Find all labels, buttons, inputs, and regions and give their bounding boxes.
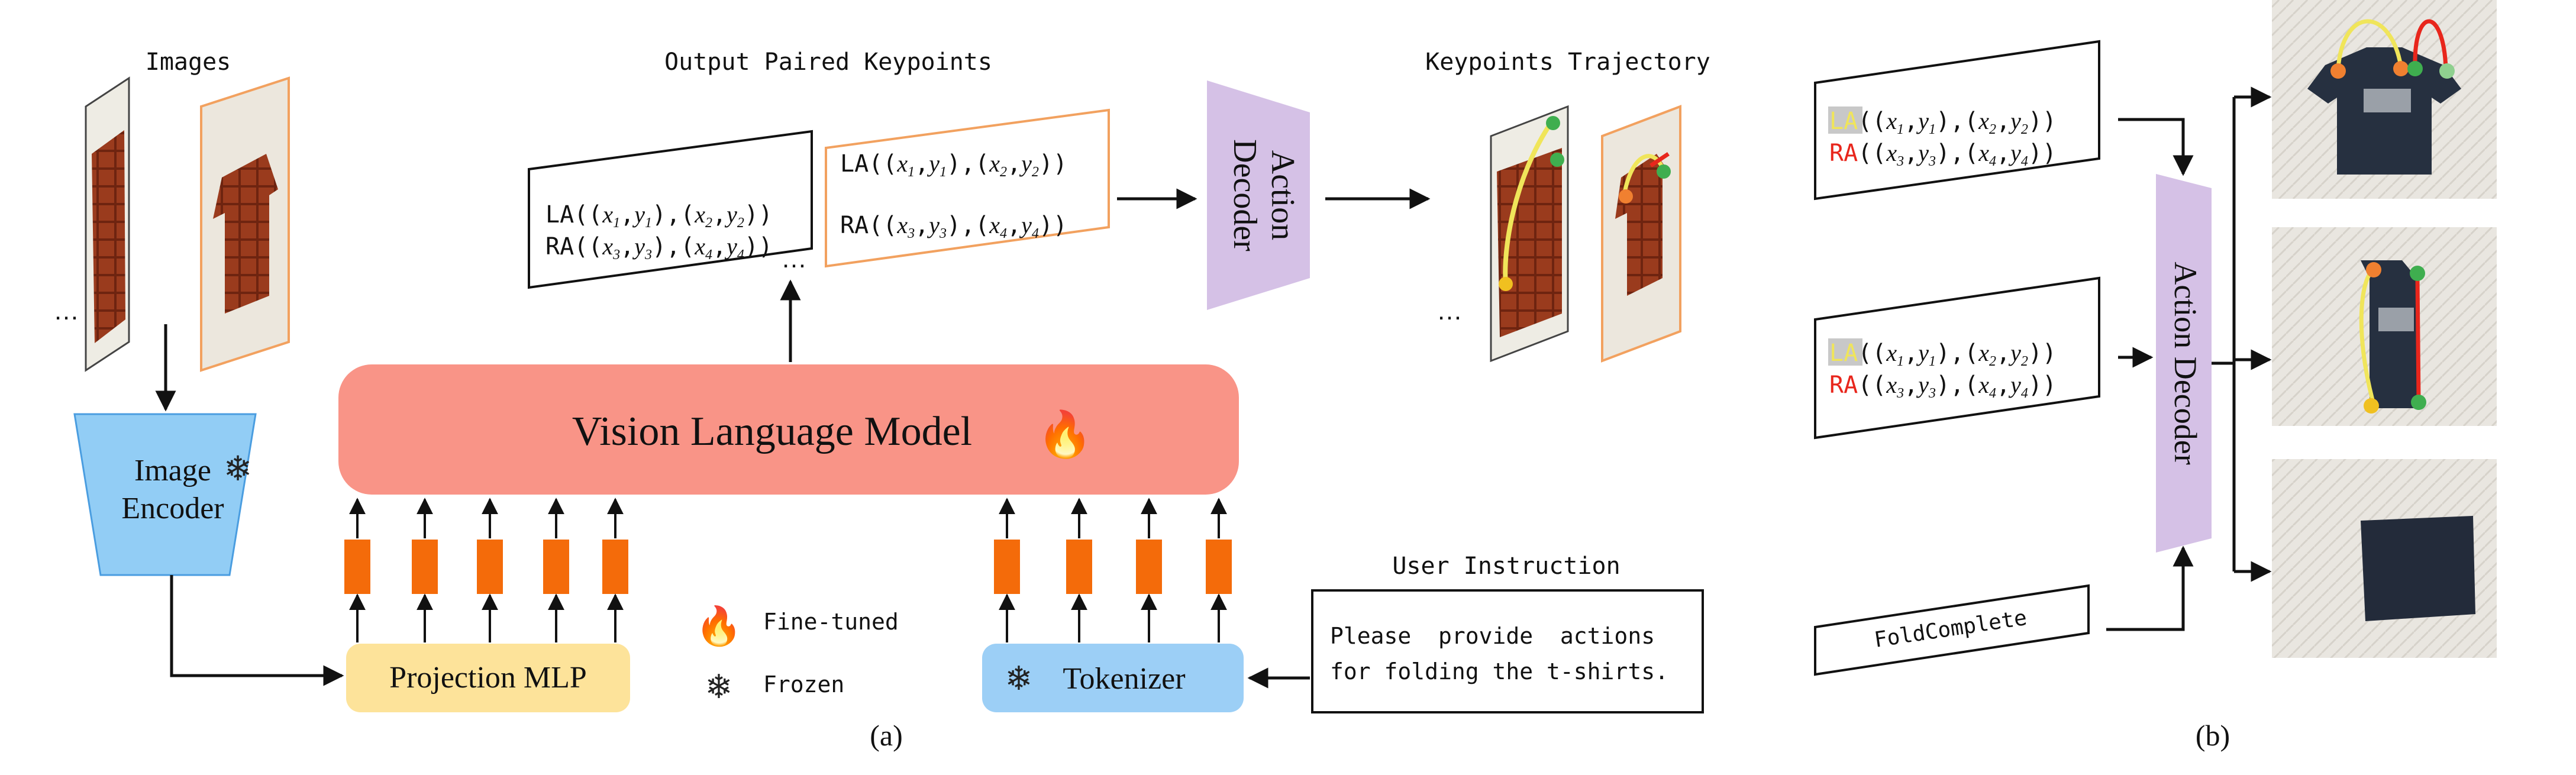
- keypoint-box-b2: LA((x1,y1),(x2,y2)) RA((x3,y3),(x4,y4)): [1814, 276, 2100, 440]
- token: [1136, 498, 1162, 642]
- keypoints-trajectory-label: Keypoints Trajectory: [1425, 49, 1710, 76]
- legend: 🔥 Fine-tuned ❄ Frozen: [695, 605, 899, 706]
- snowflake-icon: ❄: [1005, 661, 1033, 698]
- trajectory-image-1: [1490, 105, 1569, 363]
- projection-label: Projection MLP: [389, 661, 587, 695]
- caption-a: (a): [870, 719, 903, 752]
- token: [994, 498, 1020, 642]
- kpb1-line-la: LA((x1,y1),(x2,y2)): [1829, 108, 2057, 137]
- action-decoder-a-line1: Action: [1264, 150, 1301, 240]
- input-image-2: [200, 76, 290, 372]
- keypoint-box-1: LA((x1,y1),(x2,y2)) RA((x3,y3),(x4,y4)): [528, 130, 813, 289]
- result-photo-1: [2272, 0, 2497, 199]
- token: [1206, 498, 1232, 642]
- trajectory-ellipsis: …: [1437, 296, 1463, 325]
- legend-frozen: Frozen: [763, 671, 844, 698]
- vlm-label: Vision Language Model: [572, 409, 972, 454]
- instruction-line2: for folding the t-shirts.: [1330, 658, 1668, 684]
- image-encoder: Image Encoder ❄: [73, 413, 257, 576]
- result-photo-2: [2272, 227, 2497, 426]
- kpb2-line-la: LA((x1,y1),(x2,y2)): [1829, 340, 2057, 369]
- kpb1-line-ra: RA((x3,y3),(x4,y4)): [1829, 140, 2057, 169]
- action-decoder-b: Action Decoder: [2156, 174, 2212, 553]
- legend-finetuned: Fine-tuned: [763, 609, 899, 635]
- tokenizer: ❄ Tokenizer: [982, 644, 1244, 712]
- snowflake-icon: ❄: [705, 669, 733, 706]
- caption-b: (b): [2196, 719, 2230, 752]
- result-photo-3: [2272, 459, 2497, 658]
- token: [543, 498, 569, 642]
- snowflake-icon: ❄: [224, 450, 253, 488]
- images-ellipsis: …: [53, 296, 79, 325]
- action-decoder-b-label: Action Decoder: [2168, 261, 2203, 464]
- token: [1066, 498, 1092, 642]
- images-label: Images: [146, 49, 231, 76]
- token: [412, 498, 438, 642]
- fold-complete-box: FoldComplete: [1814, 584, 2090, 676]
- projection-mlp: Projection MLP: [346, 644, 630, 712]
- projection-tokens: [344, 498, 628, 642]
- action-decoder-a: Action Decoder: [1207, 80, 1310, 310]
- kp1-line-la: LA((x1,y1),(x2,y2)): [545, 201, 773, 231]
- user-instruction-box: Please provide actions for folding the t…: [1311, 589, 1704, 713]
- kpb2-line-ra: RA((x3,y3),(x4,y4)): [1829, 372, 2057, 401]
- kp1-line-ra: RA((x3,y3),(x4,y4)): [545, 233, 773, 263]
- output-paired-keypoints-label: Output Paired Keypoints: [664, 49, 992, 76]
- output-ellipsis: …: [781, 244, 807, 273]
- image-encoder-line1: Image: [134, 454, 211, 487]
- input-image-1: [85, 76, 130, 372]
- token: [602, 498, 628, 642]
- keypoint-box-b1: LA((x1,y1),(x2,y2)) RA((x3,y3),(x4,y4)): [1814, 40, 2100, 201]
- image-encoder-line2: Encoder: [121, 492, 224, 525]
- kp2-line-ra: RA((x3,y3),(x4,y4)): [840, 212, 1067, 241]
- instruction-line1: Please provide actions: [1330, 623, 1655, 649]
- fire-icon: 🔥: [695, 605, 743, 647]
- user-instruction-label: User Instruction: [1392, 553, 1620, 580]
- token: [477, 498, 503, 642]
- vision-language-model: Vision Language Model 🔥: [338, 364, 1239, 495]
- fire-icon: 🔥: [1037, 409, 1093, 460]
- kp2-line-la: LA((x1,y1),(x2,y2)): [840, 150, 1067, 180]
- token: [344, 498, 370, 642]
- tokenizer-tokens: [994, 498, 1232, 642]
- action-decoder-a-line2: Decoder: [1226, 139, 1263, 251]
- trajectory-image-2: [1601, 105, 1681, 363]
- keypoint-box-2: LA((x1,y1),(x2,y2)) RA((x3,y3),(x4,y4)): [825, 108, 1110, 268]
- tokenizer-label: Tokenizer: [1063, 662, 1185, 696]
